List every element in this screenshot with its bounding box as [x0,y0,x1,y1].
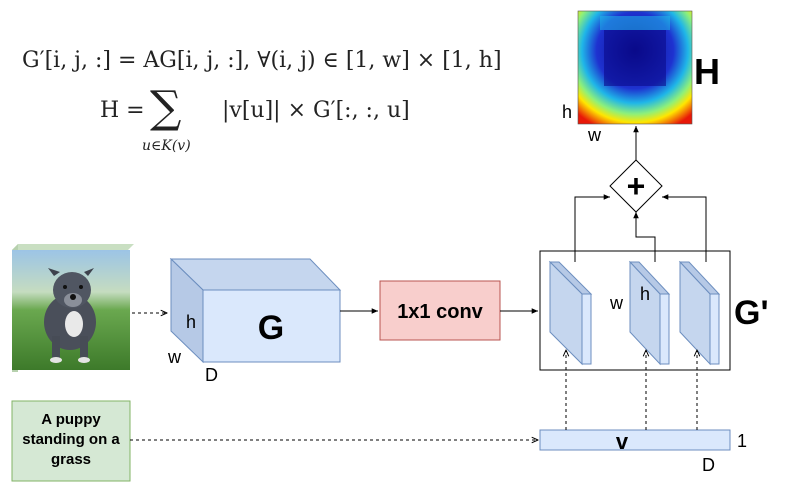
block-g [169,257,342,364]
formula-h: H = ∑ |v[u]| × G′[:, :, u] [100,86,420,138]
formula-gprime: G′[i, j, :] = AG[i, j, :], ∀(i, j) ∈ [1,… [22,48,502,73]
text-input-box [11,400,131,482]
g-label: G [258,309,284,347]
v-label: v [616,429,629,454]
g-h-label: h [186,312,196,332]
formula-h-lhs: H = [100,98,145,123]
gprime-w-label: w [609,293,624,313]
heatmap-w-label: w [587,125,602,145]
heatmap-h-label: h [562,102,572,122]
heatmap-label: H [694,51,720,92]
gprime-slice-2 [628,260,671,366]
gprime-slice-3 [678,260,721,366]
text-input-label: A puppy standing on a grass [22,411,120,468]
conv-box [379,280,501,341]
image-input [12,244,134,372]
gprime-label: G' [734,294,769,332]
arrow-slice2-to-plus [633,212,656,262]
conv-label: 1x1 conv [397,301,483,323]
gprime-slice-1 [548,260,593,366]
formula-h-subscript: u∈K(v) [142,138,191,154]
arrow-slice3-to-plus [662,194,707,262]
gprime-h-label: h [640,284,650,304]
heatmap-h [577,10,693,125]
g-w-label: w [167,347,182,367]
g-d-label: D [205,365,218,385]
sigma-symbol: ∑ [150,82,182,133]
puppy-icon [44,268,96,363]
v-d-label: D [702,455,715,475]
plus-symbol: + [627,168,646,204]
arrow-slice1-to-plus [574,194,610,262]
vector-v [539,429,731,451]
plus-node [609,159,663,213]
formula-h-rhs: |v[u]| × G′[:, :, u] [222,98,410,123]
v-one-label: 1 [737,431,747,451]
